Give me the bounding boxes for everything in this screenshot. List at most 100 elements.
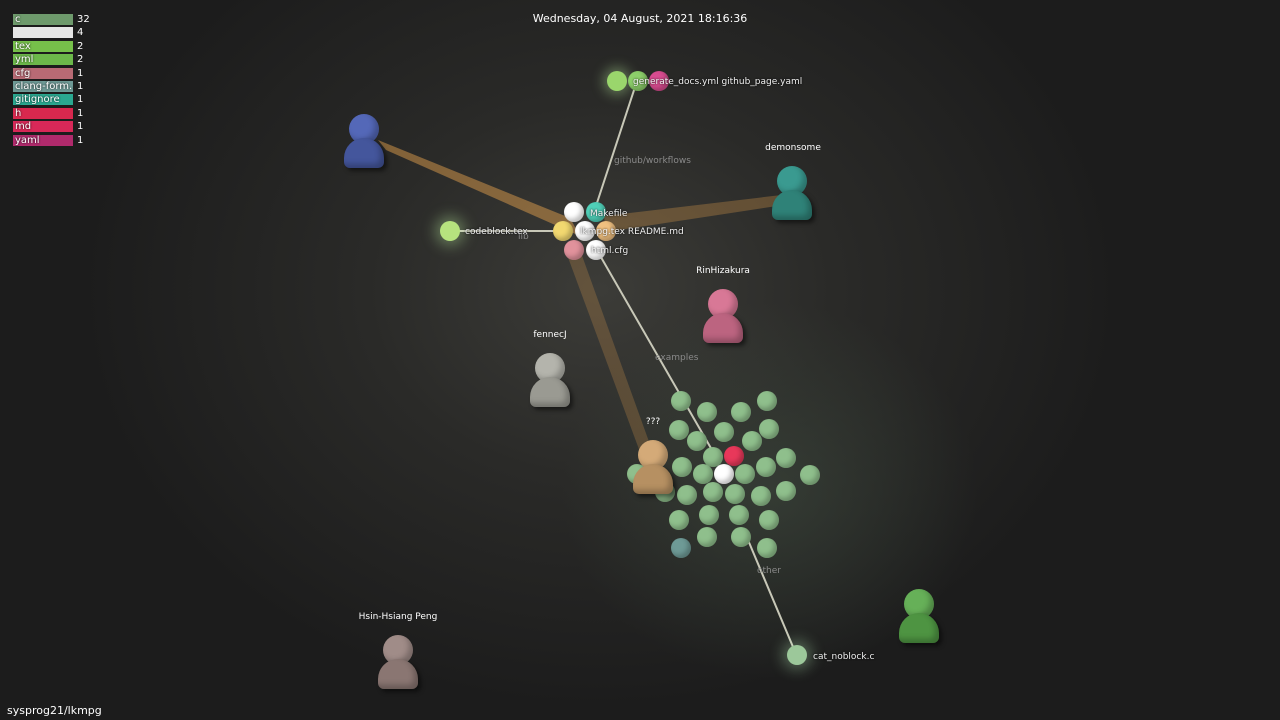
file-node-c[interactable] (669, 510, 689, 530)
edge-workflows (593, 83, 637, 213)
user-name-hsin: Hsin-Hsiang Peng (358, 612, 438, 622)
edge-other (747, 539, 797, 655)
dir-label-examples: examples (655, 353, 699, 363)
file-node-c[interactable] (731, 527, 751, 547)
file-node-c[interactable] (687, 431, 707, 451)
user-avatar-blue[interactable] (344, 114, 384, 170)
file-node-c[interactable] (731, 402, 751, 422)
file-node-c[interactable] (693, 464, 713, 484)
legend-row: md 1 (13, 120, 113, 133)
legend-label: c (15, 14, 21, 25)
file-node-c[interactable] (759, 510, 779, 530)
user-avatar-rinhizakura[interactable] (703, 289, 743, 345)
file-node-codeblock[interactable] (440, 221, 460, 241)
legend-color-bar (13, 94, 73, 106)
user-avatar-demonsome[interactable] (772, 166, 812, 222)
legend-row: cfg 1 (13, 67, 113, 80)
file-node-root[interactable] (586, 240, 606, 260)
dir-label-lib: lib (518, 232, 529, 242)
legend-label: clang-form... (15, 80, 73, 92)
file-node-clang-format[interactable] (671, 538, 691, 558)
legend-label: md (15, 121, 32, 133)
file-node-c[interactable] (677, 485, 697, 505)
file-label-cfg: html.cfg (591, 246, 629, 256)
legend-row: clang-form... 1 (13, 80, 113, 93)
legend-count: 1 (77, 107, 84, 119)
file-node-c[interactable] (669, 420, 689, 440)
dir-label-workflows: github/workflows (614, 156, 691, 166)
legend-label: h (15, 107, 22, 119)
file-node-c[interactable] (672, 457, 692, 477)
file-node-c[interactable] (759, 419, 779, 439)
legend-count: 4 (77, 27, 84, 39)
legend-color-bar (13, 80, 73, 92)
legend-color-bar (13, 54, 73, 66)
user-name-demonsome: demonsome (765, 143, 821, 153)
legend-color-bar (13, 14, 73, 25)
file-node-c[interactable] (703, 482, 723, 502)
legend-color-bar (13, 27, 73, 39)
file-node-root[interactable] (575, 221, 595, 241)
legend-count: 2 (77, 40, 84, 52)
legend-count: 1 (77, 94, 84, 106)
file-node-root[interactable] (596, 221, 616, 241)
beam-demonsome (604, 194, 790, 232)
legend-color-bar (13, 121, 73, 133)
file-node-c[interactable] (776, 481, 796, 501)
legend-color-bar (13, 67, 73, 79)
legend-label: cfg (15, 67, 31, 79)
file-node-c[interactable] (697, 527, 717, 547)
user-avatar-hsin[interactable] (378, 635, 418, 691)
file-node-yml[interactable] (607, 71, 627, 91)
file-node-c[interactable] (742, 431, 762, 451)
file-node-c[interactable] (757, 538, 777, 558)
file-label-workflows: generate_docs.yml github_page.yaml (633, 77, 803, 87)
file-node-c[interactable] (757, 391, 777, 411)
file-node-c[interactable] (703, 447, 723, 467)
file-node-root[interactable] (564, 202, 584, 222)
file-label-makefile: Makefile (590, 209, 628, 219)
file-node-c[interactable] (699, 505, 719, 525)
date-time: Wednesday, 04 August, 2021 18:16:36 (532, 12, 748, 25)
file-node-c[interactable] (735, 464, 755, 484)
legend-count: 1 (77, 80, 84, 92)
file-node-c[interactable] (714, 422, 734, 442)
file-node-c[interactable] (751, 486, 771, 506)
file-node-cfg[interactable] (564, 240, 584, 260)
user-avatar-unicode[interactable] (633, 440, 673, 496)
file-node-tex[interactable] (553, 221, 573, 241)
user-avatar-green[interactable] (899, 589, 939, 645)
file-node-c[interactable] (697, 402, 717, 422)
file-node-makefile[interactable] (714, 464, 734, 484)
user-avatar-fennecj[interactable] (530, 353, 570, 409)
legend-row: yml 2 (13, 53, 113, 66)
legend-count: 2 (77, 54, 84, 66)
legend-color-bar (13, 40, 73, 52)
file-node-yaml[interactable] (649, 71, 669, 91)
file-node-c[interactable] (776, 448, 796, 468)
legend-count: 1 (77, 121, 84, 133)
legend-count: 1 (77, 67, 84, 79)
legend-row: 4 (13, 26, 113, 39)
file-node-c[interactable] (800, 465, 820, 485)
file-node-cat-noblock[interactable] (787, 645, 807, 665)
edge-examples (597, 251, 713, 451)
file-node-gitignore[interactable] (586, 202, 606, 222)
legend-label: yaml (15, 134, 40, 146)
file-node-c[interactable] (729, 505, 749, 525)
repository-name: sysprog21/lkmpg (7, 704, 102, 717)
file-node-c[interactable] (671, 391, 691, 411)
file-node-c[interactable] (756, 457, 776, 477)
legend-label: yml (15, 54, 34, 66)
dir-label-other: other (757, 566, 781, 576)
file-label-center: lkmpg.tex README.md (580, 227, 684, 237)
file-node-yml[interactable] (628, 71, 648, 91)
file-node-c[interactable] (725, 484, 745, 504)
file-node-h[interactable] (724, 446, 744, 466)
